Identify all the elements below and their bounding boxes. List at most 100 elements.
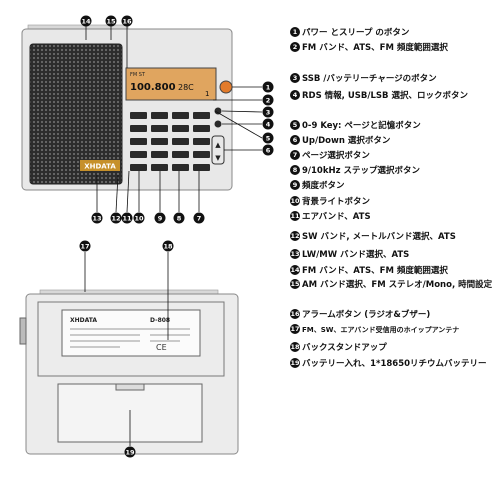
up-arrow-icon: ▲ [215,141,221,149]
back-leader-lines [84,252,169,446]
callout-11: 11 [121,212,133,224]
callout-8: 8 [173,212,185,224]
legend-text: 頻度ボタン [302,181,345,191]
key[interactable] [130,164,147,171]
svg-text:9: 9 [158,215,163,223]
legend-number: 2 [290,42,300,52]
key[interactable] [151,151,168,158]
callout-19: 19 [124,446,136,458]
key[interactable] [151,112,168,119]
legend-text: 0-9 Key: ページと記憶ボタン [302,121,421,131]
callout-17: 17 [79,240,91,252]
legend-text: SW バンド, メートルバンド選択、ATS [302,232,456,242]
back-label-brand: XHDATA [70,317,97,324]
svg-text:16: 16 [122,18,132,26]
key[interactable] [193,112,210,119]
lcd-small-text: FM ST [130,72,146,78]
stand-frame [37,301,225,377]
legend-number: 8 [290,165,300,175]
callout-1: 1 [262,81,274,93]
power-button[interactable] [219,80,233,94]
legend-number: 3 [290,73,300,83]
legend-text: アラームボタン (ラジオ&ブザー) [302,310,431,320]
legend-text: 背景ライトボタン [302,197,371,207]
speaker-grill [29,43,123,185]
key[interactable] [172,138,189,145]
svg-text:19: 19 [125,449,135,457]
callout-12: 12 [110,212,122,224]
svg-text:5: 5 [266,135,271,143]
callout-14: 14 [80,15,92,27]
svg-text:17: 17 [80,243,89,251]
lcd-display [125,67,217,101]
legend-number: 10 [290,196,300,206]
legend-number: 17 [290,324,300,334]
key[interactable] [193,138,210,145]
svg-text:18: 18 [163,243,173,251]
key[interactable] [151,138,168,145]
legend-text: ページ選択ボタン [302,151,370,161]
legend-number: 1 [290,27,300,37]
callout-badges: 14 15 16 1 2 3 4 5 6 13 12 11 10 9 8 7 1… [79,15,274,458]
key[interactable] [172,164,189,171]
callout-5: 5 [262,132,274,144]
side-button-3[interactable] [214,107,222,115]
down-arrow-icon: ▼ [215,154,221,162]
svg-text:10: 10 [134,215,144,223]
svg-text:2: 2 [266,97,271,105]
legend-text: SSB /バッテリーチャージのボタン [302,74,437,84]
battery-cover-notch [115,383,145,391]
svg-text:12: 12 [111,215,120,223]
back-label-plate [61,309,201,357]
legend-text: バッテリー入れ、1*18650リチウムバッテリー [302,359,487,369]
legend-text: 9/10kHz ステップ選択ボタン [302,166,421,176]
key[interactable] [172,151,189,158]
key[interactable] [193,151,210,158]
side-knob [19,317,27,345]
radio-back-view: XHDATA D-808 CE [19,289,239,455]
front-leader-lines [85,25,263,213]
key[interactable] [130,112,147,119]
key[interactable] [172,112,189,119]
ce-mark-icon: CE [156,343,167,352]
legend-number: 5 [290,120,300,130]
svg-text:8: 8 [177,215,182,223]
callout-13: 13 [91,212,103,224]
legend-text: RDS 情報, USB/LSB 選択、ロックボタン [302,91,468,101]
legend-text: パワー とスリープ のボタン [302,28,410,38]
key[interactable] [130,138,147,145]
key[interactable] [130,125,147,132]
key[interactable] [193,164,210,171]
callout-7: 7 [193,212,205,224]
key[interactable] [151,125,168,132]
legend-number: 15 [290,279,300,289]
side-button-4[interactable] [214,120,222,128]
callout-6: 6 [262,144,274,156]
legend-text: FM バンド、ATS、FM 頻度範囲選択 [302,266,448,276]
callout-15: 15 [105,15,117,27]
key[interactable] [130,151,147,158]
key[interactable] [151,164,168,171]
legend-text: バックスタンドアップ [302,343,387,353]
callout-10: 10 [133,212,145,224]
key[interactable] [172,125,189,132]
legend-text: AM バンド選択、FM ステレオ/Mono, 時間設定 [302,280,493,290]
callout-9: 9 [154,212,166,224]
svg-text:7: 7 [197,215,202,223]
legend-text: エアバンド、ATS [302,212,371,222]
callout-16: 16 [121,15,133,27]
key[interactable] [193,125,210,132]
